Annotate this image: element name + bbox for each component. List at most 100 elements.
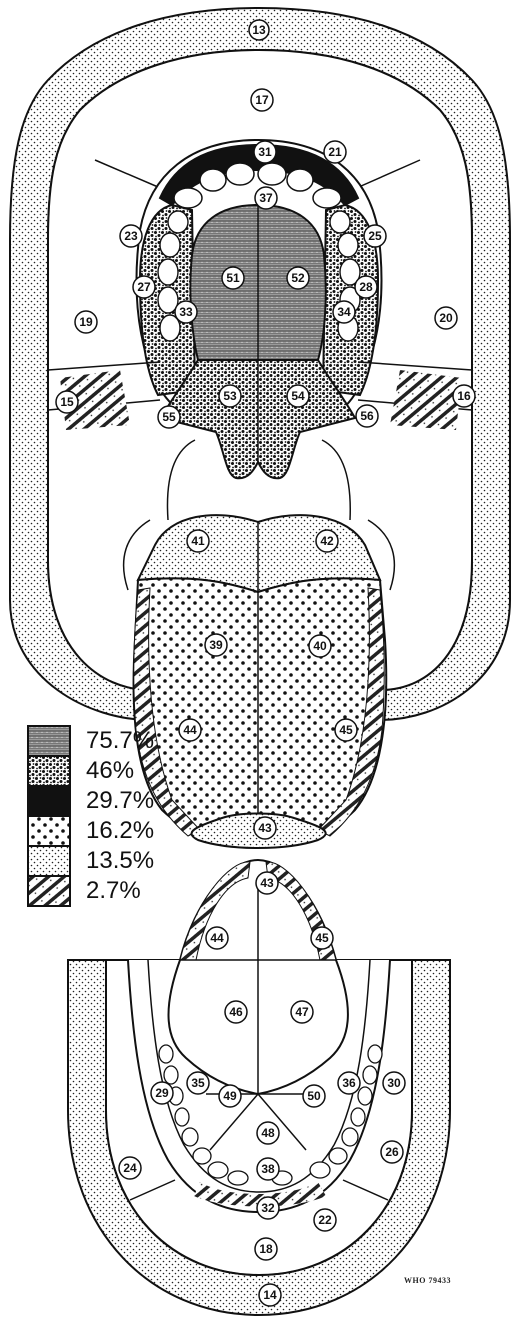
site-15: 15 (56, 391, 78, 413)
site-36: 36 (338, 1072, 360, 1094)
right-buccal-patch (390, 370, 462, 430)
svg-text:34: 34 (337, 305, 351, 319)
legend-label-29-7: 29.7% (86, 786, 154, 816)
svg-text:43: 43 (258, 821, 272, 835)
legend-swatch-29-7 (28, 786, 70, 816)
svg-text:24: 24 (123, 1161, 137, 1175)
site-55: 55 (158, 406, 180, 428)
legend-label-46: 46% (86, 756, 134, 786)
svg-text:47: 47 (295, 1005, 309, 1019)
site-44-upper: 44 (179, 719, 201, 741)
legend-swatch-16-2 (28, 816, 70, 846)
svg-text:21: 21 (328, 145, 342, 159)
site-40: 40 (309, 635, 331, 657)
svg-text:13: 13 (252, 23, 266, 37)
site-38: 38 (257, 1158, 279, 1180)
svg-text:35: 35 (191, 1076, 205, 1090)
legend (28, 726, 70, 906)
svg-text:31: 31 (258, 145, 272, 159)
svg-text:38: 38 (261, 1162, 275, 1176)
site-51: 51 (222, 267, 244, 289)
figure-code: WHO 79433 (404, 1276, 451, 1285)
site-16: 16 (453, 385, 475, 407)
site-37: 37 (255, 187, 277, 209)
site-27: 27 (133, 276, 155, 298)
site-35: 35 (187, 1072, 209, 1094)
site-18: 18 (255, 1238, 277, 1260)
site-56: 56 (356, 405, 378, 427)
svg-text:43: 43 (260, 876, 274, 890)
svg-text:18: 18 (259, 1242, 273, 1256)
site-17: 17 (251, 89, 273, 111)
legend-swatch-2-7 (28, 876, 70, 906)
svg-text:20: 20 (439, 311, 453, 325)
site-29: 29 (151, 1082, 173, 1104)
svg-text:29: 29 (155, 1086, 169, 1100)
svg-text:41: 41 (191, 534, 205, 548)
svg-text:44: 44 (183, 723, 197, 737)
svg-text:56: 56 (360, 409, 374, 423)
svg-text:40: 40 (313, 639, 327, 653)
svg-text:15: 15 (60, 395, 74, 409)
site-13: 13 (249, 20, 269, 40)
svg-text:26: 26 (385, 1145, 399, 1159)
svg-text:39: 39 (209, 638, 223, 652)
site-23: 23 (120, 225, 142, 247)
svg-text:45: 45 (315, 931, 329, 945)
svg-text:19: 19 (79, 315, 93, 329)
site-44-lower: 44 (206, 927, 228, 949)
site-22: 22 (314, 1209, 336, 1231)
legend-swatch-75-7 (28, 726, 70, 756)
svg-text:17: 17 (255, 93, 269, 107)
site-26: 26 (381, 1141, 403, 1163)
site-31: 31 (254, 141, 276, 163)
svg-text:32: 32 (261, 1201, 275, 1215)
svg-text:50: 50 (307, 1089, 321, 1103)
site-53: 53 (219, 385, 241, 407)
svg-text:52: 52 (291, 271, 305, 285)
legend-label-75-7: 75.7% (86, 726, 154, 756)
svg-text:48: 48 (261, 1126, 275, 1140)
svg-text:28: 28 (359, 280, 373, 294)
site-34: 34 (333, 301, 355, 323)
site-41: 41 (187, 530, 209, 552)
svg-text:30: 30 (387, 1076, 401, 1090)
svg-text:16: 16 (457, 389, 471, 403)
svg-text:37: 37 (259, 191, 273, 205)
site-19: 19 (75, 311, 97, 333)
legend-label-2-7: 2.7% (86, 876, 141, 906)
legend-swatch-46 (28, 756, 70, 786)
site-20: 20 (435, 307, 457, 329)
svg-text:44: 44 (210, 931, 224, 945)
site-43-upper: 43 (254, 817, 276, 839)
site-49: 49 (219, 1085, 241, 1107)
svg-text:55: 55 (162, 410, 176, 424)
svg-text:36: 36 (342, 1076, 356, 1090)
site-52: 52 (287, 267, 309, 289)
site-14: 14 (259, 1284, 281, 1306)
site-21: 21 (324, 141, 346, 163)
svg-text:23: 23 (124, 229, 138, 243)
site-50: 50 (303, 1085, 325, 1107)
site-32: 32 (257, 1197, 279, 1219)
site-47: 47 (291, 1001, 313, 1023)
site-42: 42 (316, 530, 338, 552)
site-25: 25 (364, 225, 386, 247)
legend-label-16-2: 16.2% (86, 816, 154, 846)
svg-text:25: 25 (368, 229, 382, 243)
svg-text:22: 22 (318, 1213, 332, 1227)
legend-label-13-5: 13.5% (86, 846, 154, 876)
site-45-lower: 45 (311, 927, 333, 949)
svg-text:51: 51 (226, 271, 240, 285)
svg-text:42: 42 (320, 534, 334, 548)
site-33: 33 (175, 301, 197, 323)
svg-text:45: 45 (339, 723, 353, 737)
svg-text:54: 54 (291, 389, 305, 403)
site-30: 30 (383, 1072, 405, 1094)
svg-text:49: 49 (223, 1089, 237, 1103)
svg-text:33: 33 (179, 305, 193, 319)
svg-text:53: 53 (223, 389, 237, 403)
site-48: 48 (257, 1122, 279, 1144)
site-46: 46 (225, 1001, 247, 1023)
